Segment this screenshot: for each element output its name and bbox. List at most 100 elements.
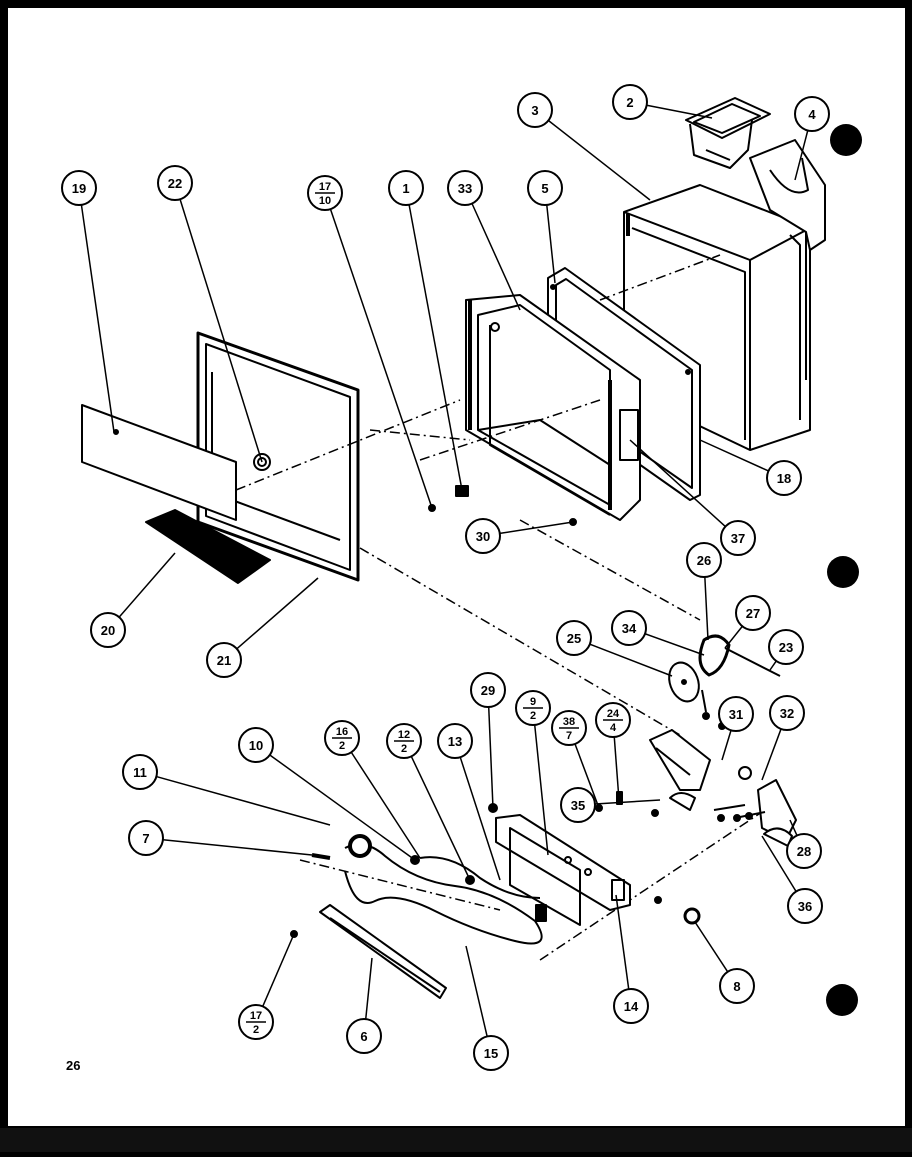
part-callout-27: 27	[735, 595, 771, 631]
part-callout-17-2: 172	[238, 1004, 274, 1040]
callout-quantity: 10	[319, 195, 331, 207]
leader-line	[694, 921, 729, 973]
callout-circle	[437, 723, 473, 759]
leader-line	[646, 104, 713, 119]
leader-line	[162, 838, 313, 856]
leader-line	[269, 754, 416, 861]
callout-number: 20	[101, 623, 115, 638]
callout-number: 22	[168, 176, 182, 191]
leader-line	[761, 728, 782, 781]
trim-strip-part	[290, 904, 447, 999]
callout-number: 30	[476, 529, 490, 544]
callout-number: 19	[72, 181, 86, 196]
callout-number: 7	[142, 831, 149, 846]
part-callout-8: 8	[719, 968, 755, 1004]
callout-number: 21	[217, 653, 231, 668]
part-callout-25: 25	[556, 620, 592, 656]
callout-circle	[61, 170, 97, 206]
callout-circle	[465, 518, 501, 554]
part-callout-19: 19	[61, 170, 97, 206]
callout-circle	[560, 787, 596, 823]
part-callout-34: 34	[611, 610, 647, 646]
callout-number: 18	[777, 471, 791, 486]
actuator-arm-part	[649, 729, 711, 811]
callout-number: 11	[133, 765, 147, 780]
part-callout-35: 35	[560, 787, 596, 823]
callout-circle	[766, 460, 802, 496]
part-callout-1: 1	[388, 170, 424, 206]
part-callout-18: 18	[766, 460, 802, 496]
callout-circle	[719, 968, 755, 1004]
callout-number: 29	[481, 683, 495, 698]
callout-quantity: 4	[610, 722, 617, 734]
decal-panel-part	[81, 404, 237, 521]
callout-circle	[768, 629, 804, 665]
callout-number: 36	[798, 899, 812, 914]
callout-number: 13	[448, 734, 462, 749]
part-callout-29: 29	[470, 672, 506, 708]
part-callout-30: 30	[465, 518, 501, 554]
part-callout-9-2: 92	[515, 690, 551, 726]
leader-line	[789, 819, 798, 836]
grille-pad-part	[145, 509, 271, 584]
part-callout-5: 5	[527, 170, 563, 206]
leader-line	[721, 730, 732, 761]
grommet-part	[683, 907, 701, 925]
callout-circle	[686, 542, 722, 578]
callout-number: 3	[531, 103, 538, 118]
leader-line	[629, 439, 726, 528]
callout-number: 34	[622, 621, 637, 636]
leader-line	[615, 894, 630, 990]
part-callout-20: 20	[90, 612, 126, 648]
part-callout-14: 14	[613, 988, 649, 1024]
callout-number: 15	[484, 1046, 498, 1061]
callout-number: 17	[250, 1010, 262, 1022]
callout-circle	[786, 833, 822, 869]
part-callout-28: 28	[786, 833, 822, 869]
callout-circle	[720, 520, 756, 556]
leader-line	[724, 625, 743, 649]
chute-part	[749, 139, 826, 380]
screw-part	[654, 896, 662, 904]
registration-dot	[830, 124, 862, 156]
part-callout-4: 4	[794, 96, 830, 132]
leader-line	[794, 130, 809, 181]
leader-line	[546, 204, 556, 284]
callout-circle	[735, 595, 771, 631]
callout-circle	[128, 820, 164, 856]
part-callout-26: 26	[686, 542, 722, 578]
leader-line	[499, 521, 574, 535]
leader-line	[408, 204, 463, 491]
leader-line	[533, 724, 549, 856]
callout-circle	[794, 96, 830, 132]
callout-circle	[447, 170, 483, 206]
callout-number: 14	[624, 999, 639, 1014]
part-callout-24-4: 244	[595, 702, 631, 738]
dispenser-cavity-part	[465, 294, 641, 521]
part-callout-23: 23	[768, 629, 804, 665]
control-bracket-part	[495, 814, 631, 926]
callout-quantity: 2	[339, 740, 345, 752]
callout-number: 35	[571, 798, 585, 813]
part-callout-31: 31	[718, 696, 754, 732]
callout-circle	[517, 92, 553, 128]
part-callout-10: 10	[238, 727, 274, 763]
part-callout-6: 6	[346, 1018, 382, 1054]
callout-quantity: 7	[566, 730, 572, 742]
part-callout-16-2: 162	[324, 720, 360, 756]
registration-dot	[826, 984, 858, 1016]
leader-line	[459, 756, 501, 881]
leader-line	[547, 119, 651, 201]
part-callout-37: 37	[720, 520, 756, 556]
callout-number: 23	[779, 640, 793, 655]
leader-line	[236, 577, 319, 650]
callout-number: 4	[808, 107, 816, 122]
callout-number: 24	[607, 708, 620, 720]
leader-line	[644, 633, 705, 656]
callout-circle	[206, 642, 242, 678]
part-callout-7: 7	[128, 820, 164, 856]
callout-number: 8	[733, 979, 740, 994]
